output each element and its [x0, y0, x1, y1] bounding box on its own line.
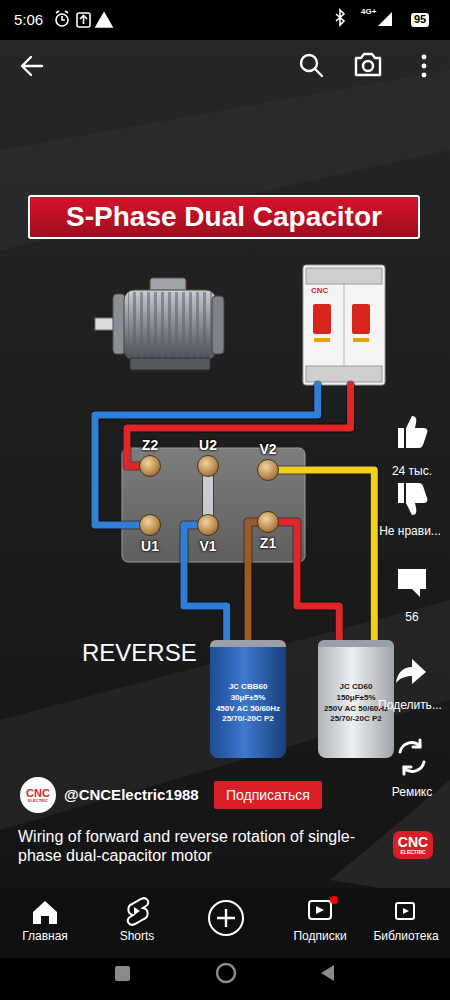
capacitor-rating: 25/70/-20C P2 [222, 714, 274, 725]
video-caption: Wiring of forward and reverse rotation o… [18, 827, 380, 865]
node-text: ELECTRIC [401, 850, 426, 855]
wire [279, 470, 374, 640]
capacitor-rating: 30μF±5% [231, 693, 266, 704]
wire-shadow [202, 477, 214, 514]
network-type: 4G+ [361, 7, 376, 17]
like-count: 24 тыс. [392, 464, 432, 478]
wire [184, 525, 227, 640]
capacitor-rating: 450V AC 50/60Hz [216, 704, 280, 715]
nav-label: Главная [22, 929, 68, 943]
wire-shadow [184, 525, 227, 640]
node-text: CNC [311, 287, 385, 295]
remix-label: Ремикс [392, 785, 433, 799]
capacitor-rating: JC CBB60 [229, 682, 268, 693]
terminal-label: V1 [199, 539, 216, 553]
terminal: U2 [197, 455, 219, 477]
wire [127, 385, 351, 466]
node-text: CNC [26, 788, 50, 799]
circuit-breaker [303, 265, 385, 385]
channel-badge: CNCELECTRIC [393, 831, 433, 859]
side-action-icons [396, 416, 427, 684]
terminal-label: Z2 [142, 438, 158, 452]
terminal: U1 [139, 514, 161, 536]
signal-icon [378, 12, 392, 26]
status-icons [56, 10, 344, 27]
wire [279, 522, 339, 640]
terminal: V2 [257, 459, 279, 481]
system-nav-icons [115, 964, 334, 982]
video-ground [0, 40, 450, 888]
subscribe-button: Подписаться [214, 781, 322, 809]
battery-level: 95 [411, 13, 429, 26]
bg-stripe [0, 70, 450, 250]
terminal-label: U2 [199, 438, 217, 452]
terminal: Z1 [257, 511, 279, 533]
wire [248, 522, 257, 640]
nav-label: Shorts [120, 929, 155, 943]
terminal-label: Z1 [260, 536, 276, 550]
link-bar [203, 477, 213, 514]
share-label: Поделить... [378, 698, 442, 712]
wire-shadow [279, 522, 339, 640]
status-bar [0, 0, 450, 40]
dislike-label: Не нрави... [379, 524, 441, 538]
node-text: ELECTRIC [28, 799, 48, 803]
terminal: Z2 [139, 455, 161, 477]
wire-shadow [279, 470, 374, 640]
motor-illustration [95, 278, 224, 370]
menu-dots [422, 55, 427, 78]
comment-count: 56 [405, 610, 418, 624]
create-button [209, 901, 243, 935]
nav-label: Библиотека [373, 929, 438, 943]
nav-bar [0, 888, 450, 958]
wire-shadow [248, 522, 257, 640]
terminal: V1 [197, 514, 219, 536]
capacitor: JC CBB6030μF±5%450V AC 50/60Hz25/70/-20C… [210, 640, 286, 758]
capacitor-rating: JC CD60 [340, 682, 373, 693]
capacitor-rating: 25/70/-20C P2 [330, 714, 382, 725]
terminal-plate [122, 448, 305, 562]
terminal-label: V2 [259, 442, 276, 456]
circuit-breaker-box: CNC [303, 265, 385, 385]
top-bar-icons [22, 54, 380, 76]
channel-avatar: CNCELECTRIC [20, 777, 56, 813]
terminal-label: U1 [141, 539, 159, 553]
node-text: Подписаться [226, 786, 310, 804]
capacitor-rating: 150μF±5% [336, 693, 375, 704]
system-nav [0, 958, 450, 1000]
nav-label: Подписки [293, 929, 346, 943]
channel-name: @CNCElectric1988 [64, 786, 199, 804]
title-banner: S-Phase Dual Capacitor [28, 195, 420, 239]
mode-label: REVERSE [82, 639, 197, 668]
status-time: 5:06 [14, 11, 43, 29]
node-text: CNC [398, 835, 428, 850]
remix-icon [400, 740, 424, 774]
